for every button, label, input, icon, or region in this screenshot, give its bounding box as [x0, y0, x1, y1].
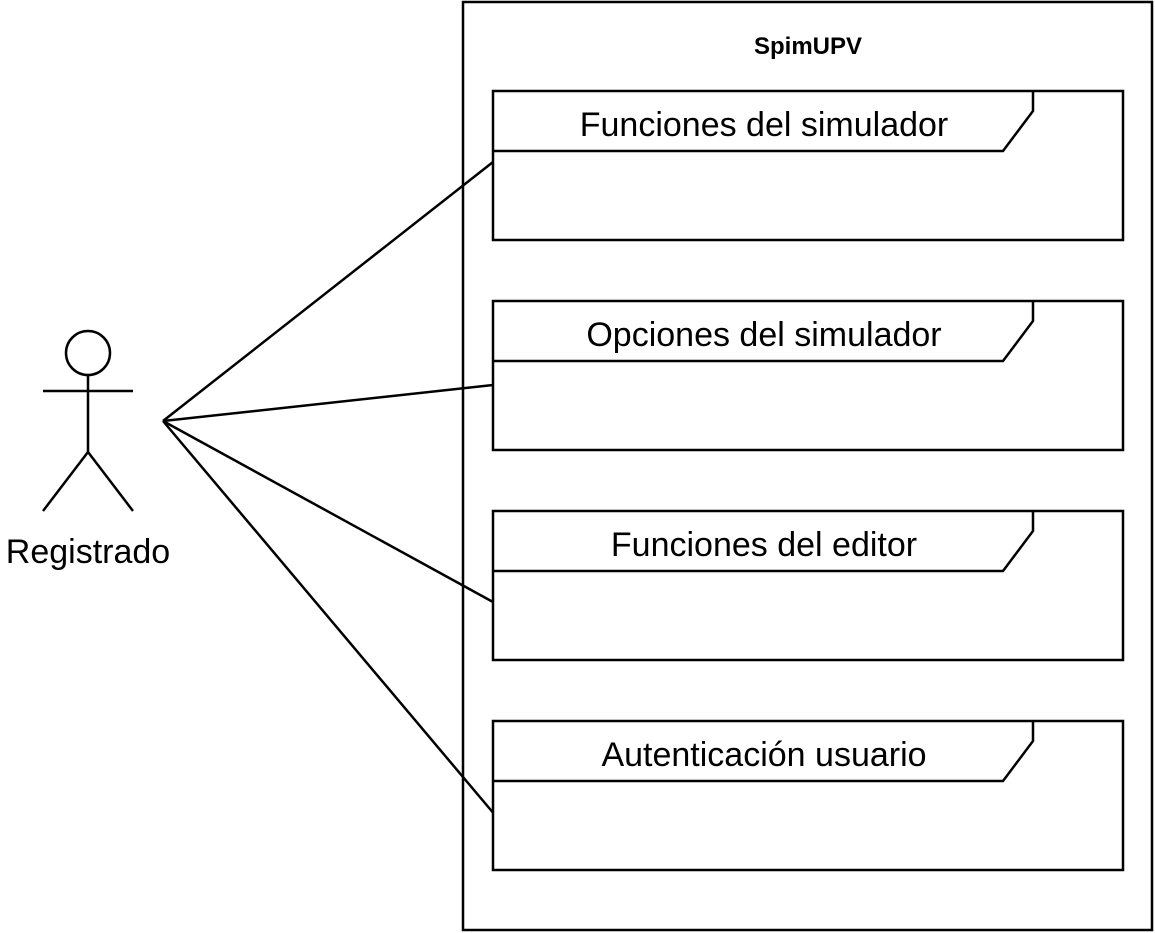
association-lines	[162, 161, 496, 816]
association-line-funciones-editor	[162, 419, 494, 604]
actor-head	[64, 329, 112, 377]
association-line-autenticacion	[162, 420, 496, 816]
actor-left-leg	[42, 451, 89, 512]
frame-label: Autenticación usuario	[601, 736, 926, 774]
frame-tab-autenticacion-usuario	[493, 721, 1035, 783]
frame-label: Opciones del simulador	[586, 316, 941, 354]
frame-funciones-simulador[interactable]: Funciones del simulador	[491, 89, 1125, 242]
association-line-opciones-simulador	[162, 383, 494, 423]
actor-figure[interactable]	[42, 329, 134, 512]
system-boundary	[461, 0, 1154, 932]
frame-label: Funciones del simulador	[580, 106, 949, 144]
system-title: SpimUPV	[754, 33, 862, 60]
frame-funciones-editor[interactable]: Funciones del editor	[491, 509, 1125, 662]
frame-opciones-simulador[interactable]: Opciones del simulador	[491, 299, 1125, 452]
frame-label: Funciones del editor	[611, 526, 917, 564]
frame-tab-funciones-editor	[493, 511, 1035, 573]
frame-tab-funciones-simulador	[493, 91, 1035, 153]
frame-tab-opciones-simulador	[493, 301, 1035, 363]
association-line-funciones-simulador	[162, 161, 494, 422]
actor-label: Registrado	[6, 533, 170, 571]
actor-right-leg	[87, 451, 134, 512]
frame-autenticacion-usuario[interactable]: Autenticación usuario	[491, 719, 1125, 872]
